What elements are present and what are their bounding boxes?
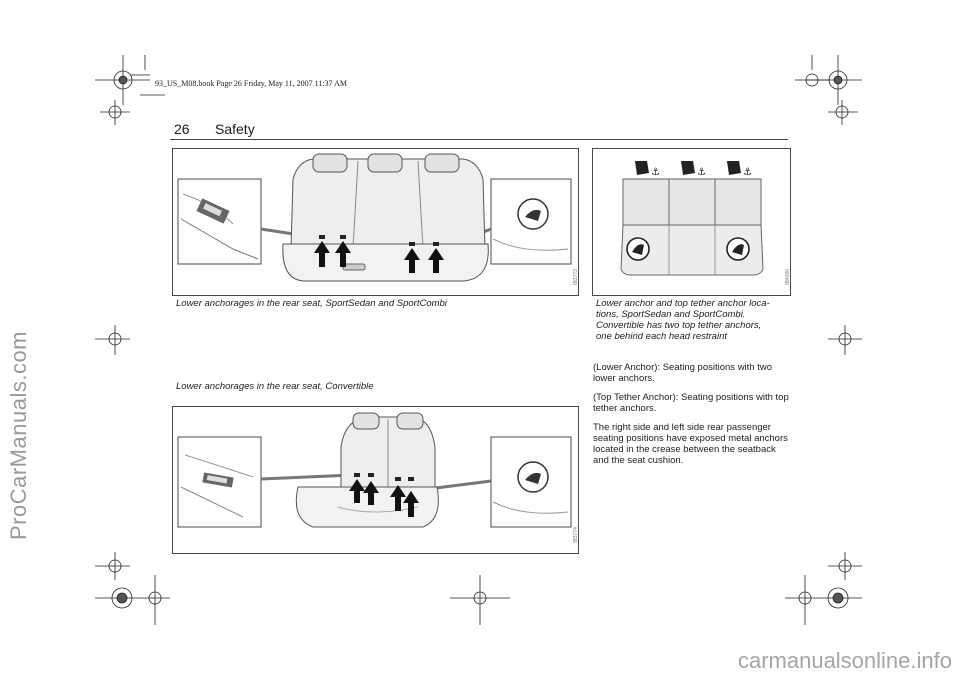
convertible-seat-illustration	[177, 412, 572, 528]
top-tether-icons: ⚓ ⚓ ⚓	[635, 161, 752, 178]
page-number: 26	[174, 121, 190, 137]
svg-text:⚓: ⚓	[651, 167, 660, 178]
anchor-arrows	[314, 241, 444, 273]
book-file-header: 93_US_M08.book Page 26 Friday, May 11, 2…	[155, 79, 347, 88]
lower-anchor-icons	[626, 237, 750, 261]
svg-text:⚓: ⚓	[743, 167, 752, 178]
figure-id: IB4090	[785, 269, 792, 285]
header-rule	[170, 139, 788, 140]
caption-convertible: Lower anchorages in the rear seat, Conve…	[176, 381, 374, 392]
rear-seat-illustration	[177, 153, 572, 282]
figure-id: IB3774	[573, 527, 580, 543]
seat-positions-diagram: ⚓ ⚓ ⚓	[620, 161, 764, 276]
anchor-arrows	[349, 479, 419, 517]
body-text: (Lower Anchor): Seating positions with t…	[593, 362, 791, 474]
figure-anchor-locations: ⚓ ⚓ ⚓ IB4090	[592, 148, 791, 296]
figure-convertible-lower-anchorages: IB3774	[172, 406, 579, 554]
page-title: Safety	[215, 121, 255, 137]
paragraph-top-tether: (Top Tether Anchor): Seating positions w…	[593, 392, 789, 414]
caption-anchor-locations: Lower anchor and top tether anchor loca-…	[596, 298, 770, 342]
svg-text:⚓: ⚓	[697, 167, 706, 178]
figure-sportsedan-lower-anchorages: IB3773	[172, 148, 579, 296]
caption-sportsedan: Lower anchorages in the rear seat, Sport…	[176, 298, 447, 309]
paragraph-lower-anchor: (Lower Anchor): Seating positions with t…	[593, 362, 773, 384]
side-watermark: ProCarManuals.com	[6, 330, 31, 540]
figure-id: IB3773	[573, 269, 580, 285]
bottom-watermark: carmanualsonline.info	[737, 648, 952, 673]
paragraph-exposed-anchors: The right side and left side rear passen…	[593, 422, 788, 466]
